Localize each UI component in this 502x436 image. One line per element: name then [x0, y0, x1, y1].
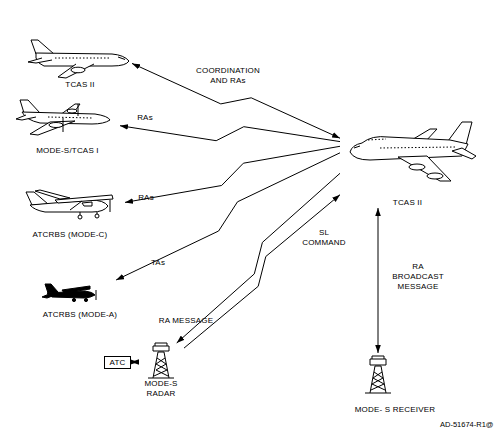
signal-label: COORDINATION AND RAs [188, 66, 268, 86]
light-aircraft-drawing [70, 201, 82, 210]
light-aircraft-drawing [35, 190, 70, 199]
signal-label: RA BROADCAST MESSAGE [388, 262, 448, 292]
jumbo-jet-drawing [398, 156, 451, 181]
turboprop-drawing [78, 104, 79, 116]
airliner-drawing [28, 40, 129, 78]
node-label: TCAS II [393, 198, 422, 208]
radar-tower [148, 378, 174, 379]
turboprop-drawing [67, 109, 77, 113]
jumbo-jet-drawing [409, 164, 425, 170]
turboprop-drawing [16, 115, 36, 120]
signal-label: SL COMMAND [297, 228, 352, 248]
light-aircraft-drawing [78, 215, 82, 219]
atc-box: ATC [104, 356, 131, 369]
receiver-tower [370, 366, 386, 393]
airliner-drawing [28, 58, 52, 63]
signal-label: RAs [131, 193, 161, 203]
radar-tower [153, 352, 169, 378]
node-label: MODE-S/TCAS I [36, 146, 99, 156]
small-aircraft-silhouette [42, 284, 96, 302]
turboprop-drawing [63, 118, 64, 132]
datalink-zigzag [125, 146, 340, 202]
small-aircraft-silhouette [72, 298, 75, 301]
signal-label: TAs [143, 258, 173, 268]
own-aircraft-node: TCAS II [340, 126, 475, 208]
light-aircraft-drawing [80, 212, 97, 216]
small-aircraft-silhouette [62, 286, 90, 293]
drawing-number: AD-51674-R1@ [440, 420, 493, 430]
receiver-node: MODE- S RECEIVER [330, 353, 460, 415]
airliner-drawing [58, 64, 94, 78]
turboprop-drawing [48, 117, 92, 118]
jumbo-jet-drawing [380, 147, 455, 148]
aircraft-node: MODE-S/TCAS I [15, 96, 120, 156]
turboprop-drawing [20, 100, 40, 113]
jumbo-jet-drawing [368, 139, 386, 140]
small-aircraft-silhouette [84, 298, 87, 301]
aircraft-node: ATCRBS (MODE-C) [15, 186, 125, 240]
datalink-zigzag [120, 126, 340, 142]
radar-node: MODE-S RADAR [138, 343, 184, 399]
node-label: ATCRBS (MODE-A) [43, 310, 117, 320]
node-label: TCAS II [65, 80, 94, 90]
light-aircraft-drawing [82, 202, 92, 206]
datalink-zigzag [184, 195, 340, 348]
turboprop-drawing [49, 123, 63, 128]
jumbo-jet-drawing [427, 173, 443, 179]
light-aircraft-drawing [55, 195, 113, 203]
receiver-tower [365, 393, 391, 394]
radar-tower [148, 343, 174, 378]
datalink-zigzag [116, 153, 340, 280]
illustration-layer [16, 40, 476, 393]
receiver-tower [370, 359, 386, 365]
jumbo-jet-drawing [354, 146, 360, 148]
light-aircraft-drawing [95, 214, 99, 218]
radar-tower [153, 346, 169, 351]
datalink-line [378, 208, 379, 353]
node-label: MODE- S RECEIVER [355, 405, 436, 415]
light-aircraft-drawing [110, 200, 111, 212]
light-aircraft-drawing [26, 190, 113, 219]
aircraft-node: ATCRBS (MODE-A) [25, 280, 135, 320]
small-aircraft-silhouette [96, 290, 97, 300]
node-label: MODE-S RADAR [138, 379, 184, 399]
datalink-line [131, 362, 138, 363]
turboprop-drawing [16, 100, 110, 135]
small-aircraft-silhouette [45, 284, 58, 293]
airliner-drawing [31, 40, 54, 54]
node-label: ATC [109, 358, 125, 368]
signal-label: RA MESSAGE [159, 316, 214, 326]
small-aircraft-silhouette [42, 294, 55, 298]
signal-label: RAs [130, 113, 160, 123]
aircraft-node: TCAS II [28, 36, 132, 90]
node-label: ATCRBS (MODE-C) [33, 230, 108, 240]
datalink-zigzag [132, 63, 340, 138]
turboprop-drawing [30, 121, 75, 135]
radar-tower [155, 343, 167, 346]
jumbo-jet-drawing [350, 122, 476, 181]
airliner-drawing [118, 57, 125, 60]
jumbo-jet-drawing [452, 148, 476, 159]
airliner-drawing [55, 58, 110, 59]
receiver-tower [372, 356, 384, 359]
airliner-drawing [71, 67, 85, 73]
receiver-tower [371, 372, 385, 390]
receiver-tower [365, 356, 391, 393]
radar-tower [154, 358, 168, 376]
